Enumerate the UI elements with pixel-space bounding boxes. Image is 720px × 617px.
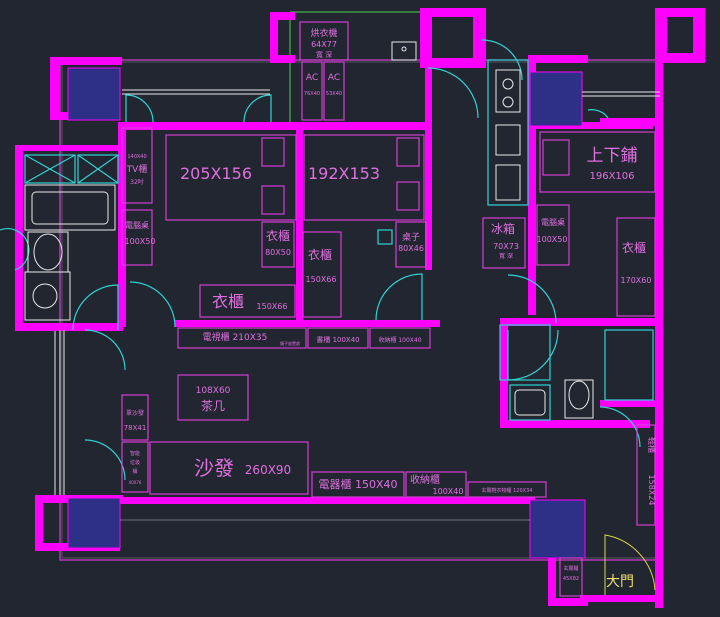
closet-d-size: 170X60 <box>621 276 652 285</box>
ac-2-note: 53X40 <box>326 91 342 97</box>
entrance: 鞋櫃 158X24 玄關櫃 45X82 大門 <box>559 424 657 597</box>
storage-top-label: 收納櫃 100X40 <box>378 336 421 344</box>
fridge-label: 冰箱 <box>491 221 515 236</box>
bunk-label: 上下鋪 <box>587 146 638 166</box>
ac-2-label: AC <box>328 73 340 83</box>
dryer-label: 烘衣機 <box>310 27 337 39</box>
fridge-note: 寬 深 <box>499 252 513 260</box>
single-sofa-size: 78X41 <box>124 424 147 432</box>
main-door-label: 大門 <box>606 574 634 590</box>
desk-left-label: 電腦桌 <box>125 220 149 230</box>
ac-1-note: 76X40 <box>304 91 320 97</box>
single-sofa-label: 單沙發 <box>126 409 144 417</box>
entry-cabinet-label: 玄關鞋衣物櫃 120X34 <box>482 487 533 494</box>
bedroom-left: 140X40 TV櫃 32吋 電腦桌 100X50 205X156 衣櫃 80X… <box>121 127 297 318</box>
coffee-table-size: 108X60 <box>196 386 231 396</box>
bed-1-size: 205X156 <box>180 164 252 183</box>
smart-bin-line-3: 桶 <box>132 468 137 475</box>
closet-b-label: 衣櫃 <box>212 292 244 311</box>
desk-right-size: 100X50 <box>537 235 568 244</box>
living-area: 108X60 茶几 單沙發 78X41 智能 垃圾 桶 40X76 沙發 260… <box>121 374 309 495</box>
table-size: 80X46 <box>398 244 424 253</box>
shoe-cabinet-size: 158X24 <box>647 475 656 506</box>
bottom-cabinets: 電器櫃 150X40 收納櫃 100X40 玄關鞋衣物櫃 120X34 <box>311 471 547 498</box>
bookcase-label: 書櫃 100X40 <box>316 335 359 344</box>
right-bathroom <box>499 324 654 421</box>
desk-right-label: 電腦桌 <box>541 217 565 227</box>
tv-cabinet-label: TV櫃 <box>126 163 148 175</box>
smart-bin-line-1: 智能 <box>130 450 140 457</box>
sofa-label: 沙發 <box>194 456 234 480</box>
closet-a-label: 衣櫃 <box>266 228 290 243</box>
table-label: 桌子 <box>402 231 420 243</box>
tv-cabinet-size: 140X40 <box>127 154 146 160</box>
sofa-size: 260X90 <box>245 463 291 477</box>
bunk-size: 196X106 <box>589 171 634 182</box>
tv-cabinet-note: 鏡子放置處 <box>280 340 300 346</box>
tv-size: 32吋 <box>130 178 144 186</box>
storage-bottom-size: 100X40 <box>433 487 464 496</box>
bed-2-size: 192X153 <box>308 164 380 183</box>
closet-b-size: 150X66 <box>257 302 288 311</box>
ac-1-label: AC <box>306 73 318 83</box>
dryer-ac: 烘衣機 64X77 寬 深 AC AC 76X40 53X40 <box>299 21 349 121</box>
tv-cabinet-label-2: 電視櫃 210X35 <box>203 331 268 343</box>
desk-left-size: 100X50 <box>125 237 156 246</box>
shoe-cabinet-label: 鞋櫃 <box>647 437 657 453</box>
coffee-table-label: 茶几 <box>201 398 225 413</box>
appliance-cabinet-label: 電器櫃 150X40 <box>318 477 397 491</box>
dryer-note: 寬 深 <box>316 50 332 59</box>
entry-small-cabinet-size: 45X82 <box>563 576 579 582</box>
bedroom-middle: 192X153 衣櫃 150X66 桌子 80X46 <box>302 134 427 318</box>
dryer-size: 64X77 <box>311 40 337 49</box>
kitchen-counter <box>391 41 529 206</box>
bedroom-right: 上下鋪 196X106 冰箱 70X73 寬 深 電腦桌 100X50 衣櫃 1… <box>482 131 656 317</box>
closet-a-size: 80X50 <box>265 248 291 257</box>
closet-d-label: 衣櫃 <box>622 240 646 255</box>
smart-bin-size: 40X76 <box>129 480 142 485</box>
left-bathroom <box>24 154 119 321</box>
fridge-size: 70X73 <box>493 242 519 251</box>
smart-bin-line-2: 垃圾 <box>130 459 140 466</box>
closet-c-size: 150X66 <box>306 275 337 284</box>
entry-small-cabinet-label: 玄關櫃 <box>563 565 578 572</box>
closet-c-label: 衣櫃 <box>308 247 332 262</box>
columns <box>67 13 697 559</box>
storage-bottom-label: 收納櫃 <box>410 473 440 486</box>
windows <box>59 89 660 521</box>
living-cabinets-top: 電視櫃 210X35 鏡子放置處 書櫃 100X40 收納櫃 100X40 <box>177 327 431 349</box>
